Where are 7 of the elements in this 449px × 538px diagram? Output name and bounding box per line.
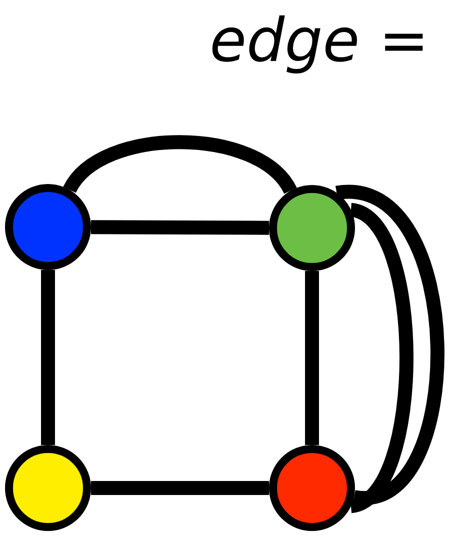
graph-edge xyxy=(91,481,269,495)
graph-edge xyxy=(41,270,55,445)
graph-edge xyxy=(348,203,414,513)
heading-text: edge = xyxy=(210,6,429,76)
graph-edge xyxy=(64,135,296,195)
graph-edge xyxy=(305,271,319,445)
graph-edge xyxy=(90,220,270,235)
